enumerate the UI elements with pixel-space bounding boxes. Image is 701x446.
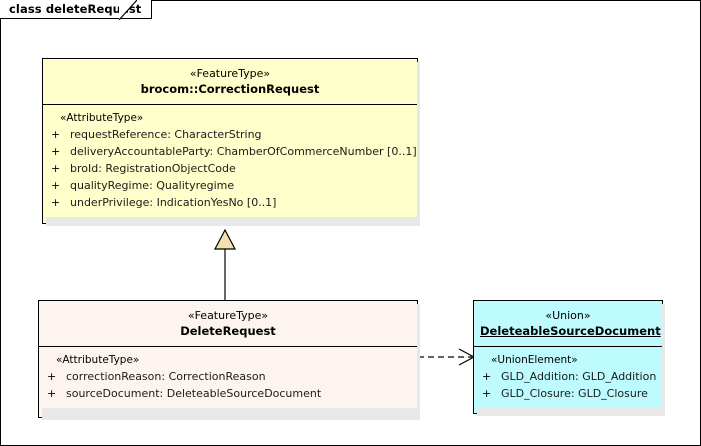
diagram-frame-tab-corner bbox=[119, 0, 137, 20]
visibility-marker: + bbox=[51, 145, 61, 158]
attribute-label: underPrivilege: IndicationYesNo [0..1] bbox=[70, 196, 277, 209]
class-stereotype: «Union» bbox=[545, 309, 591, 322]
class-title: DeleteableSourceDocument bbox=[480, 324, 661, 338]
attribute-label: GLD_Addition: GLD_Addition bbox=[501, 370, 657, 383]
attribute-row[interactable]: + broId: RegistrationObjectCode bbox=[49, 160, 411, 177]
visibility-marker: + bbox=[51, 162, 61, 175]
attribute-label: deliveryAccountableParty: ChamberOfComme… bbox=[70, 145, 417, 158]
visibility-marker: + bbox=[51, 179, 61, 192]
attribute-label: correctionReason: CorrectionReason bbox=[66, 370, 266, 383]
attribute-row[interactable]: + qualityRegime: Qualityregime bbox=[49, 177, 411, 194]
dependency-connector bbox=[418, 348, 476, 366]
attribute-compartment-stereotype: «UnionElement» bbox=[491, 354, 578, 366]
class-title: DeleteRequest bbox=[180, 324, 276, 338]
class-box-correction-request[interactable]: «FeatureType» brocom::CorrectionRequest … bbox=[42, 58, 420, 226]
attribute-row[interactable]: + sourceDocument: DeleteableSourceDocume… bbox=[45, 385, 411, 402]
class-stereotype: «FeatureType» bbox=[187, 309, 269, 322]
attribute-row[interactable]: + deliveryAccountableParty: ChamberOfCom… bbox=[49, 143, 417, 160]
attribute-label: broId: RegistrationObjectCode bbox=[70, 162, 236, 175]
class-stereotype: «FeatureType» bbox=[189, 67, 271, 80]
attribute-compartment-stereotype: «AttributeType» bbox=[60, 112, 144, 124]
attribute-label: GLD_Closure: GLD_Closure bbox=[501, 387, 648, 400]
attribute-label: requestReference: CharacterString bbox=[70, 128, 262, 141]
attribute-row[interactable]: + correctionReason: CorrectionReason bbox=[45, 368, 411, 385]
visibility-marker: + bbox=[47, 370, 57, 383]
generalization-connector bbox=[214, 228, 236, 300]
visibility-marker: + bbox=[482, 387, 492, 400]
attribute-label: sourceDocument: DeleteableSourceDocument bbox=[66, 387, 322, 400]
class-box-delete-request[interactable]: «FeatureType» DeleteRequest «AttributeTy… bbox=[38, 300, 420, 420]
attribute-row[interactable]: + GLD_Addition: GLD_Addition bbox=[480, 368, 656, 385]
visibility-marker: + bbox=[482, 370, 492, 383]
class-header-deleteable-source-document: «Union» DeleteableSourceDocument bbox=[474, 301, 662, 347]
diagram-frame-label: class deleteRequest bbox=[9, 2, 142, 16]
attribute-label: qualityRegime: Qualityregime bbox=[70, 179, 235, 192]
class-box-deleteable-source-document[interactable]: «Union» DeleteableSourceDocument «UnionE… bbox=[473, 300, 665, 416]
class-attributes-delete-request: «AttributeType» + correctionReason: Corr… bbox=[39, 347, 417, 408]
diagram-frame-tab: class deleteRequest bbox=[0, 0, 153, 19]
class-header-correction-request: «FeatureType» brocom::CorrectionRequest bbox=[43, 59, 417, 105]
visibility-marker: + bbox=[51, 128, 61, 141]
class-header-delete-request: «FeatureType» DeleteRequest bbox=[39, 301, 417, 347]
attribute-row[interactable]: + GLD_Closure: GLD_Closure bbox=[480, 385, 656, 402]
visibility-marker: + bbox=[47, 387, 57, 400]
attribute-row[interactable]: + underPrivilege: IndicationYesNo [0..1] bbox=[49, 194, 411, 211]
attribute-row[interactable]: + requestReference: CharacterString bbox=[49, 126, 411, 143]
class-title: brocom::CorrectionRequest bbox=[140, 82, 320, 96]
attribute-compartment-stereotype: «AttributeType» bbox=[56, 354, 140, 366]
visibility-marker: + bbox=[51, 196, 61, 209]
class-attributes-correction-request: «AttributeType» + requestReference: Char… bbox=[43, 105, 417, 217]
class-attributes-deleteable-source-document: «UnionElement» + GLD_Addition: GLD_Addit… bbox=[474, 347, 662, 408]
